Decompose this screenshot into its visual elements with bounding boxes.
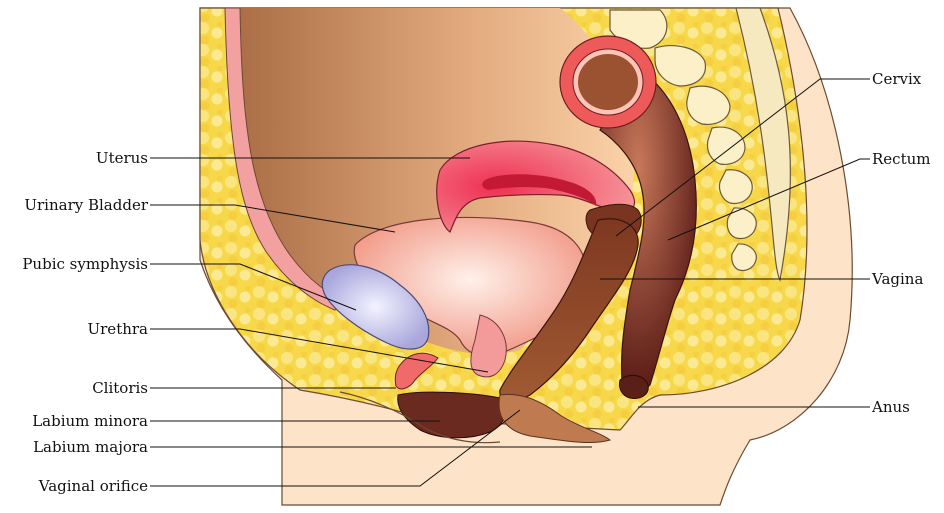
leader-cervix <box>615 78 870 237</box>
leader-urinary-bladder <box>150 204 396 233</box>
labium-minora <box>397 391 506 439</box>
leader-pubic-symphysis <box>150 263 357 311</box>
vagina <box>499 218 639 402</box>
urethra <box>470 314 507 378</box>
leader-urethra <box>150 328 489 373</box>
uterine-cavity <box>482 174 597 206</box>
label-urethra: Urethra <box>87 320 149 338</box>
label-rectum: Rectum <box>872 150 931 168</box>
label-vagina: Vagina <box>872 270 924 288</box>
label-urinary-bladder: Urinary Bladder <box>24 196 148 214</box>
label-pubic-symphysis: Pubic symphysis <box>22 255 148 273</box>
labium-majora <box>498 393 612 444</box>
label-labium-majora: Labium majora <box>33 438 148 456</box>
label-anus: Anus <box>872 398 910 416</box>
label-cervix: Cervix <box>872 70 922 88</box>
perineum-fold <box>339 391 501 444</box>
leader-vaginal-orifice <box>150 409 521 487</box>
anus <box>619 374 649 399</box>
clitoris <box>394 352 439 390</box>
sigmoid-colon <box>559 35 657 129</box>
label-labium-minora: Labium minora <box>32 412 148 430</box>
label-vaginal-orifice: Vaginal orifice <box>38 477 148 495</box>
pubic-symphysis <box>321 264 430 350</box>
label-clitoris: Clitoris <box>92 379 148 397</box>
leader-lines <box>150 78 870 487</box>
leader-rectum <box>667 158 870 241</box>
label-uterus: Uterus <box>95 149 148 167</box>
